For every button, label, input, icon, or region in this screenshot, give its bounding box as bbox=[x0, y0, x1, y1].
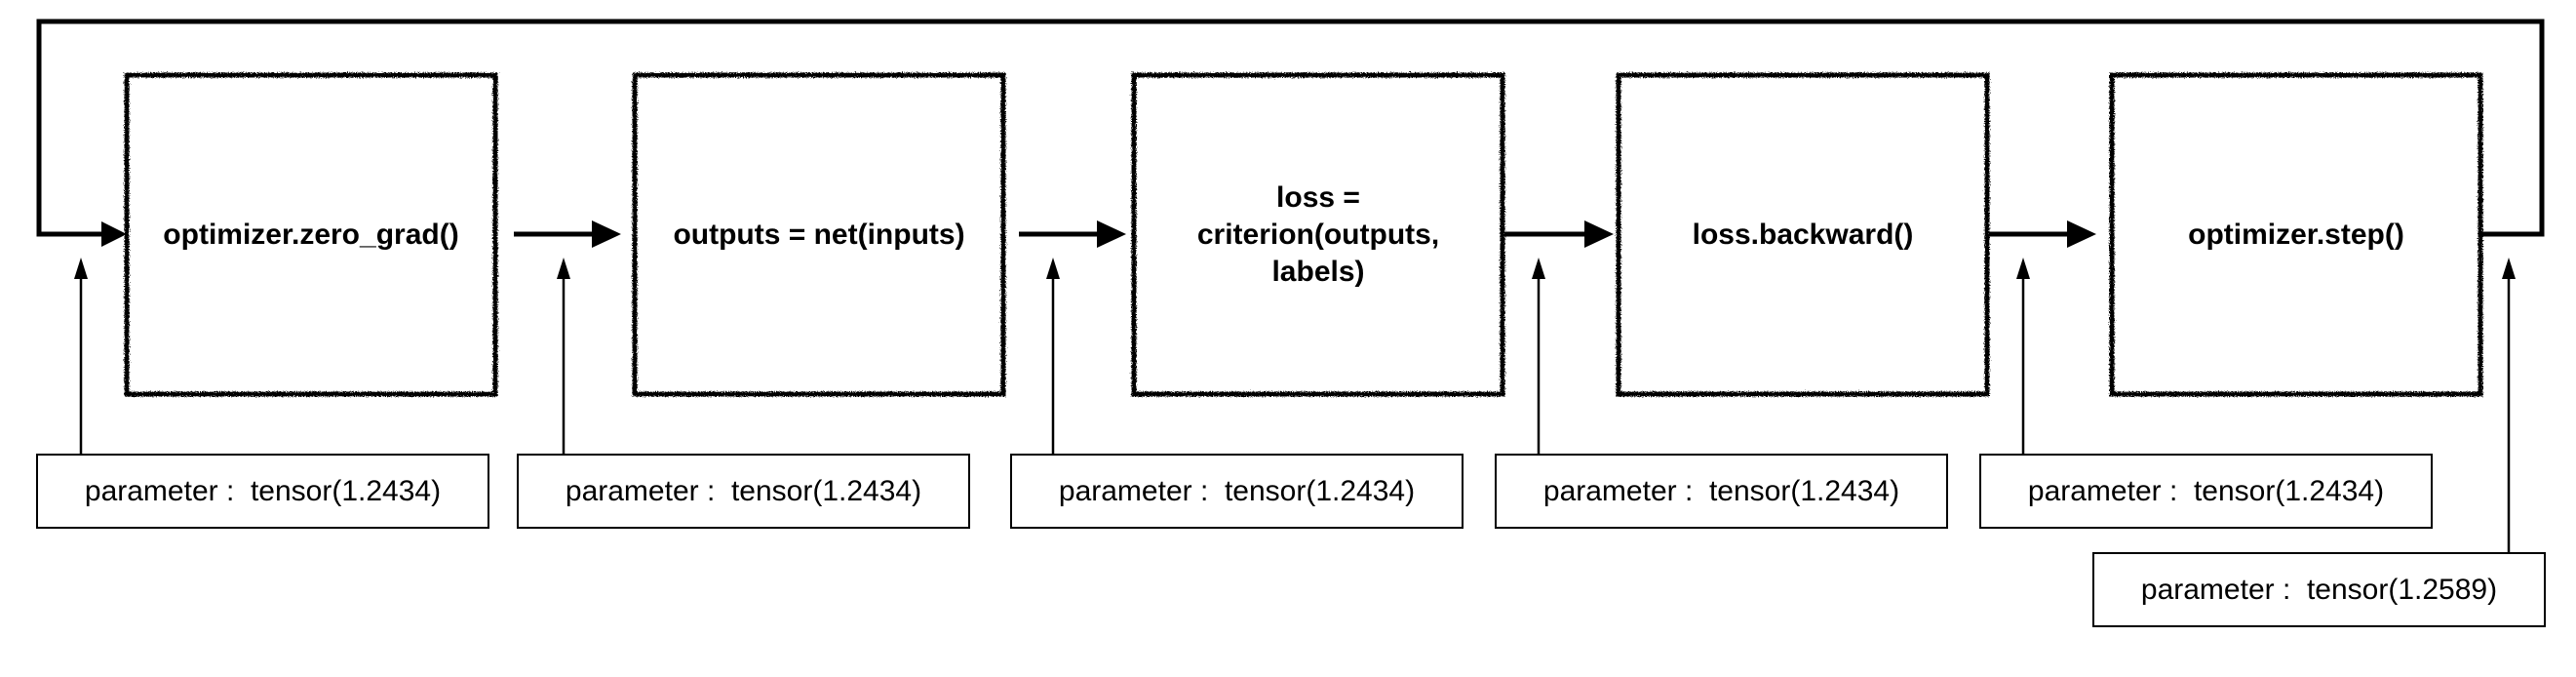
flow-arrow-1-head bbox=[592, 220, 621, 248]
step-label: optimizer.step() bbox=[2188, 218, 2404, 251]
param-arrow-4-head bbox=[1532, 258, 1545, 279]
parameter-value: tensor(1.2434) bbox=[250, 474, 442, 507]
parameter-name: parameter bbox=[84, 474, 218, 507]
parameter-value: tensor(1.2434) bbox=[730, 474, 922, 507]
parameter-separator: : bbox=[1676, 474, 1709, 507]
parameter-box-6: parameter : tensor(1.2589) bbox=[2092, 552, 2546, 627]
parameter-name: parameter bbox=[565, 474, 699, 507]
step-frame-4 bbox=[1616, 72, 1990, 397]
parameter-box-3: parameter : tensor(1.2434) bbox=[1010, 454, 1464, 529]
parameter-value: tensor(1.2434) bbox=[2193, 474, 2385, 507]
parameter-separator: : bbox=[698, 474, 731, 507]
step-frame-1 bbox=[124, 72, 498, 397]
param-arrow-6-head bbox=[2502, 258, 2516, 279]
step-label: loss.backward() bbox=[1692, 218, 1914, 251]
step-optimizer-zero-grad: optimizer.zero_grad() bbox=[127, 75, 495, 394]
parameter-box-2: parameter : tensor(1.2434) bbox=[517, 454, 970, 529]
parameter-box-4: parameter : tensor(1.2434) bbox=[1495, 454, 1948, 529]
parameter-name: parameter bbox=[1542, 474, 1677, 507]
flow-arrow-4-head bbox=[2067, 220, 2096, 248]
param-arrow-1-head bbox=[74, 258, 88, 279]
step-forward-pass: outputs = net(inputs) bbox=[635, 75, 1003, 394]
parameter-separator: : bbox=[2274, 573, 2307, 606]
step-label: optimizer.zero_grad() bbox=[163, 218, 459, 251]
step-frame-3 bbox=[1131, 72, 1505, 397]
parameter-name: parameter bbox=[2027, 474, 2162, 507]
parameter-name: parameter bbox=[2140, 573, 2275, 606]
parameter-box-1: parameter : tensor(1.2434) bbox=[36, 454, 489, 529]
param-arrow-5-head bbox=[2016, 258, 2030, 279]
parameter-box-5: parameter : tensor(1.2434) bbox=[1979, 454, 2433, 529]
parameter-value: tensor(1.2589) bbox=[2306, 573, 2498, 606]
parameter-separator: : bbox=[1191, 474, 1225, 507]
step-loss-backward: loss.backward() bbox=[1619, 75, 1987, 394]
step-frame-2 bbox=[632, 72, 1006, 397]
parameter-separator: : bbox=[2161, 474, 2194, 507]
param-arrow-2-head bbox=[557, 258, 570, 279]
parameter-name: parameter bbox=[1058, 474, 1192, 507]
flow-arrow-3-head bbox=[1584, 220, 1614, 248]
step-label: loss = criterion(outputs, labels) bbox=[1196, 180, 1440, 288]
step-label: outputs = net(inputs) bbox=[673, 218, 965, 251]
parameter-separator: : bbox=[217, 474, 251, 507]
step-compute-loss: loss = criterion(outputs, labels) bbox=[1134, 75, 1503, 394]
parameter-value: tensor(1.2434) bbox=[1708, 474, 1900, 507]
param-arrow-3-head bbox=[1046, 258, 1060, 279]
step-optimizer-step: optimizer.step() bbox=[2112, 75, 2480, 394]
loop-back-line bbox=[36, 19, 2545, 237]
loop-back-arrowhead bbox=[101, 221, 127, 247]
flow-arrow-2-head bbox=[1097, 220, 1126, 248]
parameter-value: tensor(1.2434) bbox=[1224, 474, 1416, 507]
